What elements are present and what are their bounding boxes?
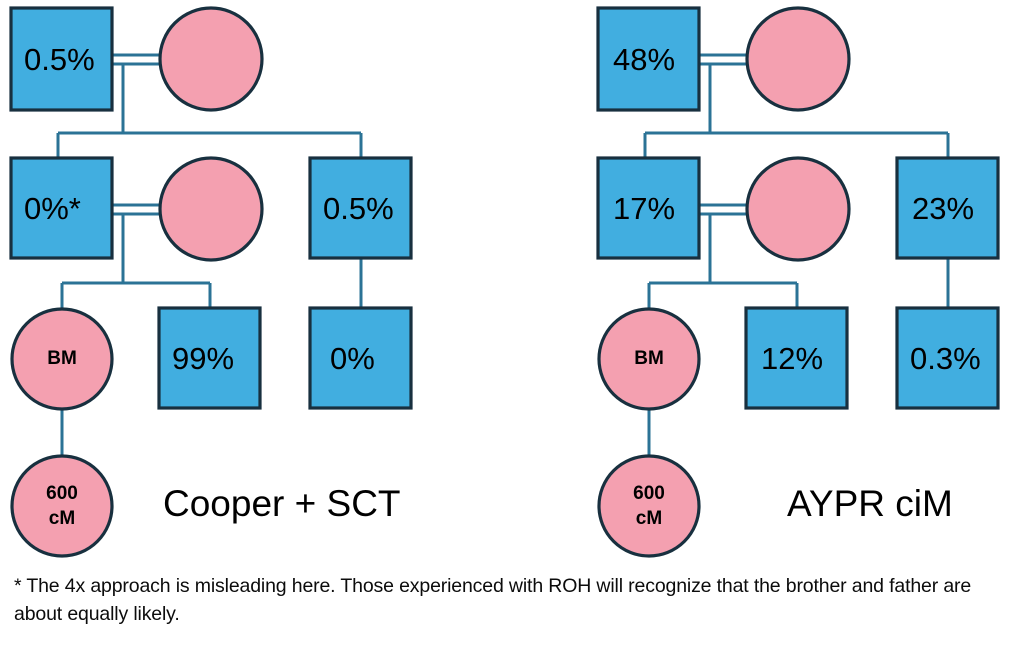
node-left-g1-father-label: 0.5% <box>24 42 95 77</box>
footnote-text: * The 4x approach is misleading here. Th… <box>14 575 972 626</box>
node-left-g1-father[interactable] <box>9 6 114 112</box>
node-right-g2-uncle-label: 23% <box>912 191 974 226</box>
node-right-g2-father-label: 17% <box>613 191 675 226</box>
pedigree-left-panel: 0.5% 0%* 0.5% BM 99% 0% 600 cM Cooper + … <box>9 6 413 558</box>
node-left-g1-mother[interactable] <box>158 6 264 112</box>
node-left-g2-uncle[interactable] <box>308 156 413 260</box>
pedigree-svg: 0.5% 0%* 0.5% BM 99% 0% 600 cM Cooper + … <box>9 6 1000 558</box>
node-right-g3-cousin-label: 0.3% <box>910 341 981 376</box>
node-left-g3-brother[interactable] <box>157 306 262 410</box>
right-panel-title: AYPR ciM <box>787 483 953 524</box>
node-left-g2-father[interactable] <box>9 156 114 260</box>
node-left-g3-cousin-label: 0% <box>330 341 375 376</box>
node-right-g1-father-label: 48% <box>613 42 675 77</box>
right-connectors <box>643 53 950 458</box>
node-left-g2-uncle-label: 0.5% <box>323 191 394 226</box>
node-right-g2-uncle[interactable] <box>895 156 1000 260</box>
left-connectors <box>56 53 363 458</box>
left-panel-title: Cooper + SCT <box>163 483 401 524</box>
node-left-g4-match-label-line1: 600 <box>46 483 78 504</box>
node-right-g1-father[interactable] <box>596 6 701 112</box>
node-left-g3-bm[interactable] <box>10 307 114 411</box>
node-right-g3-brother-label: 12% <box>761 341 823 376</box>
node-left-g2-father-label: 0%* <box>24 191 81 226</box>
node-right-g4-match[interactable] <box>597 454 701 558</box>
node-left-g3-brother-label: 99% <box>172 341 234 376</box>
node-right-g3-bm-label: BM <box>634 348 664 369</box>
node-left-g3-cousin[interactable] <box>308 306 413 410</box>
node-right-g4-match-label-line2: cM <box>636 508 662 529</box>
node-right-g3-brother[interactable] <box>744 306 849 410</box>
node-left-g4-match-label-line2: cM <box>49 508 75 529</box>
node-right-g3-bm[interactable] <box>597 307 701 411</box>
node-right-g2-father[interactable] <box>596 156 701 260</box>
node-left-g3-bm-label: BM <box>47 348 77 369</box>
pedigree-right-panel: 48% 17% 23% BM 12% 0.3% 600 cM AYPR ciM <box>596 6 1000 558</box>
node-right-g1-mother[interactable] <box>745 6 851 112</box>
node-right-g2-mother[interactable] <box>745 156 851 262</box>
node-left-g2-mother[interactable] <box>158 156 264 262</box>
node-right-g3-cousin[interactable] <box>895 306 1000 410</box>
node-right-g4-match-label-line1: 600 <box>633 483 665 504</box>
node-left-g4-match[interactable] <box>10 454 114 558</box>
